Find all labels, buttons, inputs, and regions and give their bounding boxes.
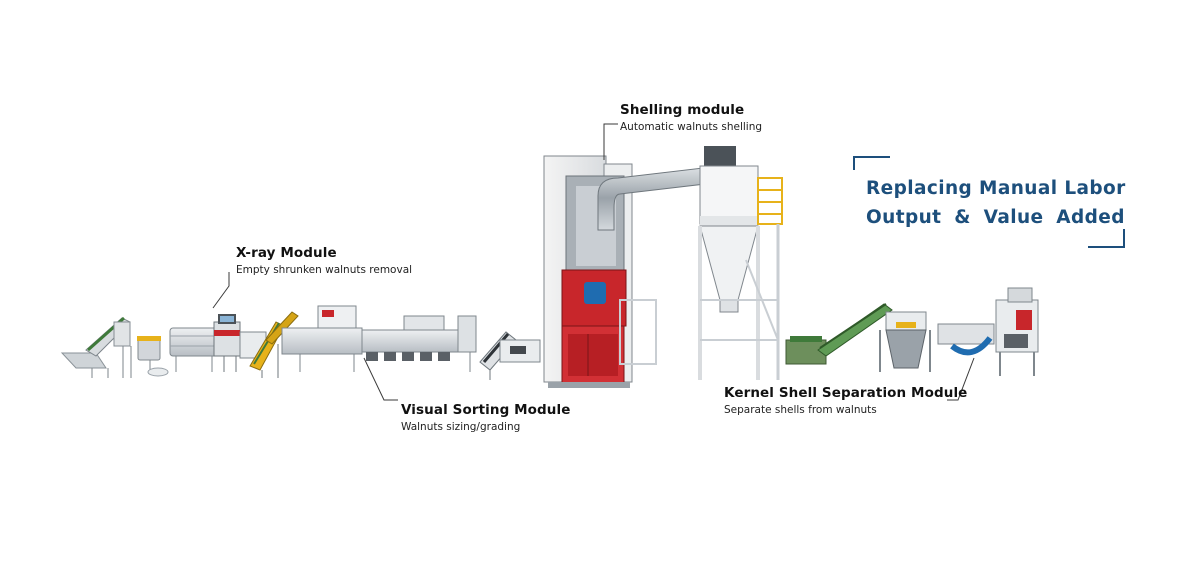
xray-module-label: X-ray Module Empty shrunken walnuts remo… bbox=[236, 245, 412, 276]
kernel-shell-module-title: Kernel Shell Separation Module bbox=[724, 385, 968, 401]
air-duct bbox=[597, 165, 723, 231]
xray-module-subtitle: Empty shrunken walnuts removal bbox=[236, 264, 413, 276]
tagline-line-2: Output & Value Added bbox=[866, 207, 1125, 228]
shelling-tower bbox=[543, 155, 633, 388]
visual-sorting-module-title: Visual Sorting Module bbox=[401, 402, 571, 418]
washing-drums bbox=[137, 327, 219, 377]
xray-module-title: X-ray Module bbox=[236, 245, 337, 261]
bucket-elevator bbox=[479, 331, 541, 380]
visual-sorting-machine bbox=[281, 305, 477, 372]
kernel-shell-module-label: Kernel Shell Separation Module Separate … bbox=[724, 385, 967, 416]
kernel-shell-separation-line bbox=[785, 287, 1039, 376]
visual-sorting-module-subtitle: Walnuts sizing/grading bbox=[401, 421, 521, 433]
visual-sorting-leader-line bbox=[363, 357, 398, 401]
tagline: Replacing Manual Labor Output & Value Ad… bbox=[866, 174, 1126, 232]
kernel-leader-line bbox=[947, 357, 975, 401]
visual-sorting-module-label: Visual Sorting Module Walnuts sizing/gra… bbox=[401, 402, 571, 433]
shelling-module-subtitle: Automatic walnuts shelling bbox=[620, 121, 763, 133]
xray-leader-line bbox=[212, 272, 230, 309]
infeed-conveyor bbox=[60, 316, 132, 378]
cyclone-separator bbox=[619, 146, 783, 380]
shelling-leader-line bbox=[603, 123, 618, 160]
callout-lines bbox=[212, 123, 975, 401]
shelling-module-label: Shelling module Automatic walnuts shelli… bbox=[620, 102, 762, 133]
tagline-bracket-top-left bbox=[853, 156, 890, 170]
tagline-brackets bbox=[853, 156, 1125, 248]
shelling-module-title: Shelling module bbox=[620, 102, 745, 118]
tagline-bracket-bottom-right bbox=[1088, 229, 1125, 248]
xray-machine bbox=[213, 311, 299, 378]
tagline-line-1: Replacing Manual Labor bbox=[866, 178, 1126, 199]
kernel-shell-module-subtitle: Separate shells from walnuts bbox=[724, 404, 877, 416]
